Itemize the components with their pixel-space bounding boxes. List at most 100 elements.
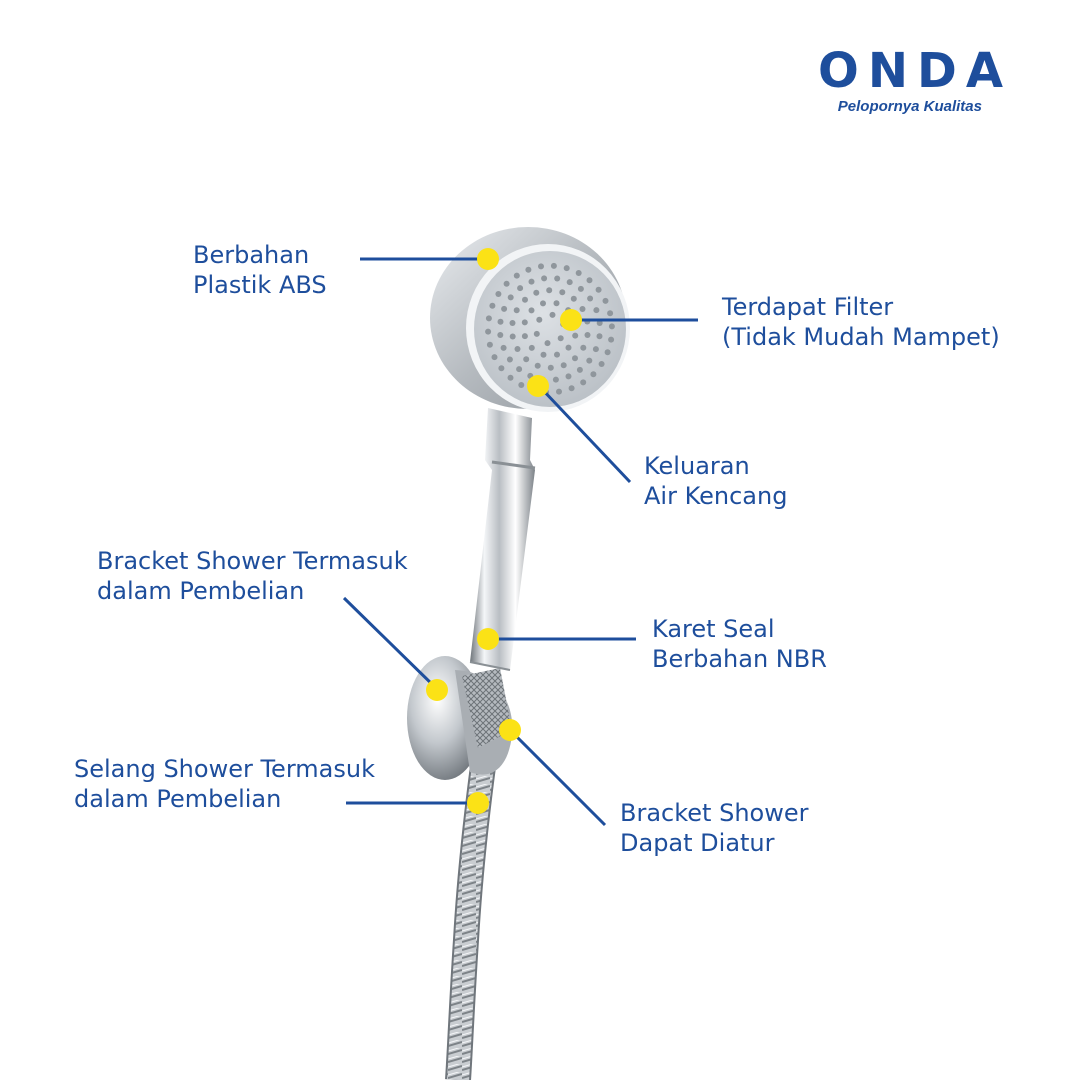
nozzle — [592, 346, 599, 353]
nozzle — [485, 328, 492, 335]
nozzle — [579, 306, 586, 312]
nozzle — [604, 349, 611, 356]
nozzle — [580, 379, 587, 386]
nozzle — [509, 320, 516, 326]
nozzle — [566, 279, 573, 286]
nozzle — [491, 354, 498, 361]
nozzle — [596, 333, 603, 340]
marker-filter — [560, 309, 582, 331]
nozzle — [507, 374, 514, 381]
nozzle — [516, 366, 523, 373]
nozzle — [554, 351, 560, 358]
marker-hose-included — [467, 792, 489, 814]
nozzle — [540, 351, 547, 358]
nozzle — [557, 335, 564, 342]
label-flow: Keluaran Air Kencang — [644, 452, 788, 510]
nozzle — [602, 297, 609, 304]
brand-tagline: Pelopornya Kualitas — [837, 98, 982, 115]
nozzle — [587, 295, 594, 302]
marker-seal — [477, 628, 499, 650]
nozzle — [572, 332, 579, 339]
nozzle — [509, 333, 516, 340]
nozzle — [486, 341, 493, 348]
label-seal: Karet Seal Berbahan NBR — [652, 615, 827, 673]
nozzle — [538, 263, 544, 270]
nozzle — [497, 332, 504, 338]
nozzle — [534, 362, 541, 369]
nozzle — [533, 289, 540, 296]
shower-hose — [445, 728, 501, 1080]
label-abs: Berbahan Plastik ABS — [193, 241, 327, 299]
nozzle — [563, 265, 570, 272]
nozzle — [528, 344, 535, 351]
nozzle — [501, 305, 508, 312]
nozzle — [507, 294, 514, 301]
nozzle — [584, 332, 591, 338]
nozzle — [565, 373, 572, 380]
nozzle — [607, 310, 614, 317]
nozzle — [593, 307, 600, 314]
nozzle — [559, 289, 566, 296]
nozzle — [549, 311, 556, 318]
brand-logo: ONDA Pelopornya Kualitas — [800, 44, 1012, 115]
nozzle — [608, 323, 615, 330]
callout-lines — [342, 257, 698, 827]
nozzle — [575, 270, 582, 276]
nozzle — [586, 357, 593, 364]
nozzle — [544, 340, 551, 347]
nozzle — [568, 385, 575, 392]
nozzle — [576, 366, 583, 373]
nozzle — [536, 316, 543, 323]
nozzle — [553, 300, 560, 307]
shower-handle — [469, 408, 536, 671]
nozzle — [547, 364, 554, 371]
nozzle — [522, 296, 528, 303]
nozzle — [552, 376, 559, 383]
label-filter: Terdapat Filter (Tidak Mudah Mampet) — [722, 293, 1000, 351]
nozzle — [572, 355, 578, 362]
shower-head — [430, 227, 630, 412]
nozzle — [517, 285, 524, 292]
marker-bracket-included — [426, 679, 448, 701]
nozzle — [528, 307, 535, 314]
nozzle — [560, 362, 567, 369]
nozzle — [608, 336, 615, 343]
nozzle — [565, 344, 572, 351]
label-bracket-included: Bracket Shower Termasuk dalam Pembelian — [97, 547, 408, 605]
nozzle — [523, 356, 530, 363]
nozzle — [495, 291, 502, 297]
nozzle — [503, 280, 510, 287]
nozzle — [533, 330, 540, 337]
nozzle — [580, 344, 587, 351]
nozzle — [489, 302, 496, 309]
nozzle — [546, 287, 553, 294]
nozzle — [598, 361, 605, 367]
nozzle — [528, 278, 535, 285]
nozzle — [514, 346, 521, 352]
nozzle — [521, 319, 528, 326]
wall-bracket — [407, 656, 513, 780]
nozzle — [500, 344, 507, 351]
nozzle — [541, 275, 548, 282]
marker-flow — [527, 375, 549, 397]
callout-markers — [426, 248, 582, 814]
nozzle — [521, 333, 528, 340]
nozzle — [570, 295, 577, 302]
brand-name: ONDA — [818, 43, 1012, 99]
nozzle — [513, 307, 520, 314]
nozzle — [485, 315, 492, 322]
nozzle — [577, 285, 584, 292]
marker-abs — [477, 248, 499, 270]
nozzle — [506, 356, 513, 363]
nozzle — [513, 272, 520, 279]
label-bracket-adjustable: Bracket Shower Dapat Diatur — [620, 799, 809, 857]
nozzle — [556, 388, 562, 395]
nozzle — [498, 365, 505, 372]
nozzle — [550, 262, 557, 269]
nozzle — [554, 275, 561, 282]
nozzle — [525, 266, 532, 273]
nozzle — [586, 277, 593, 284]
marker-bracket-adjustable — [499, 719, 521, 741]
nozzle — [595, 286, 602, 293]
